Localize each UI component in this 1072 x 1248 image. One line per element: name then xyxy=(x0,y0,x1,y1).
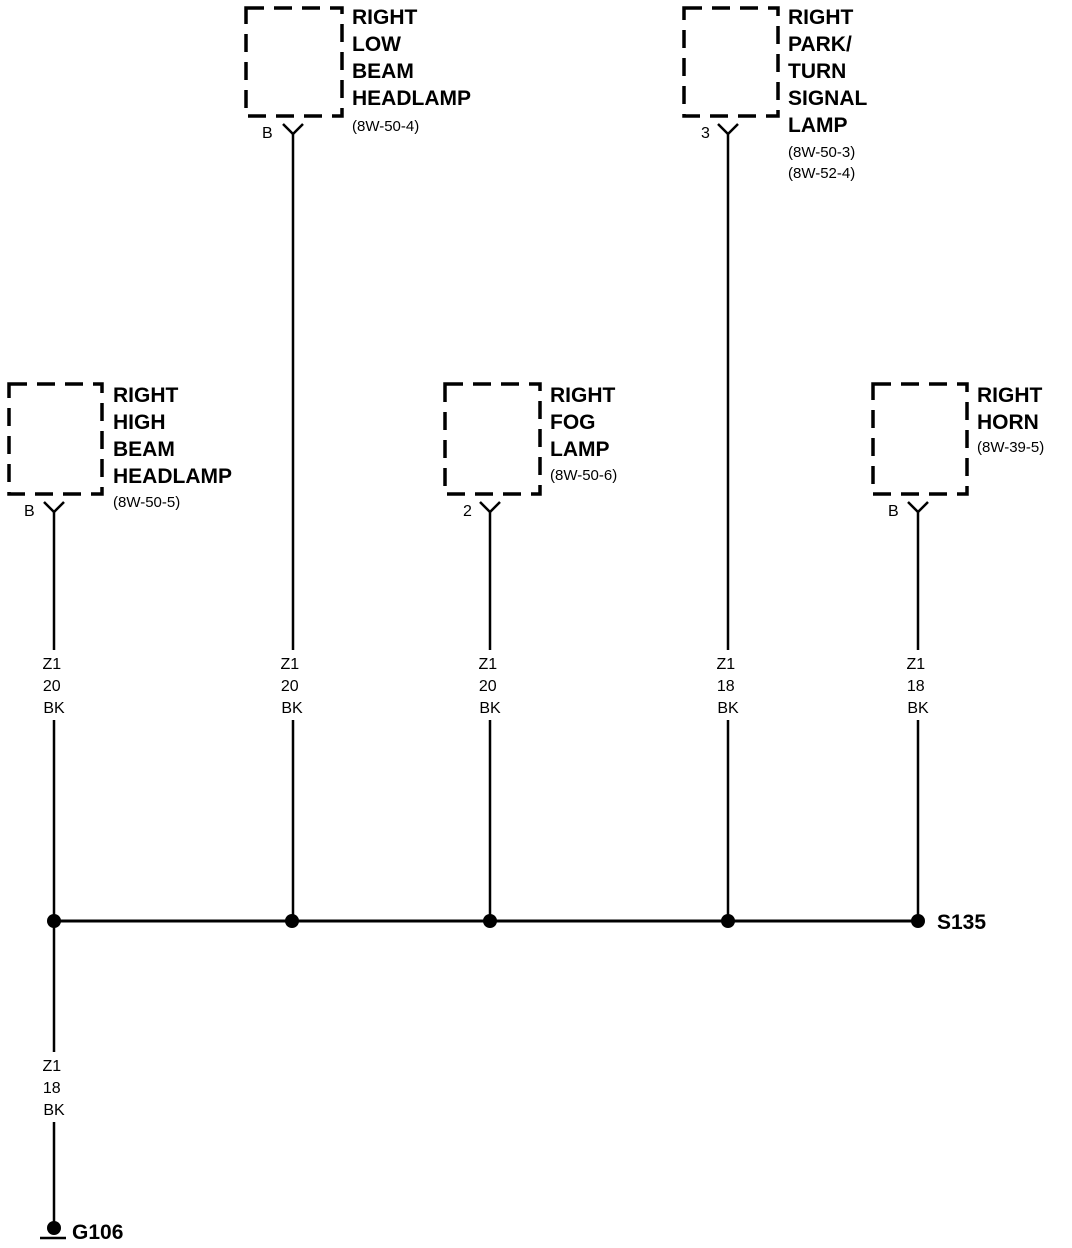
component-box-fog-lamp xyxy=(443,382,542,496)
component-ref-low-beam: (8W-50-4) xyxy=(352,118,419,135)
splice-label: S135 xyxy=(937,911,986,934)
wire-label-fog-lamp: Z1 20 BK xyxy=(478,656,501,717)
wire-label-horn: Z1 18 BK xyxy=(906,656,929,717)
splice-node-4 xyxy=(721,914,735,928)
connector-symbol-horn xyxy=(907,501,929,514)
pin-label-high-beam: B xyxy=(24,503,35,520)
component-label-high-beam: RIGHT HIGH BEAM HEADLAMP xyxy=(113,384,232,488)
component-ref-park-turn-1: (8W-50-3) xyxy=(788,144,855,161)
ground-node xyxy=(47,1221,61,1235)
splice-node-5 xyxy=(911,914,925,928)
component-box-park-turn xyxy=(682,6,780,118)
wire-label-low-beam: Z1 20 BK xyxy=(280,656,303,717)
connector-symbol-park-turn xyxy=(717,123,739,136)
splice-node-3 xyxy=(483,914,497,928)
wire-label-high-beam: Z1 20 BK xyxy=(42,656,65,717)
component-box-low-beam xyxy=(244,6,344,118)
wire-label-park-turn: Z1 18 BK xyxy=(716,656,739,717)
pin-label-low-beam: B xyxy=(262,125,273,142)
splice-node-2 xyxy=(285,914,299,928)
component-label-fog-lamp: RIGHT FOG LAMP xyxy=(550,384,621,461)
component-label-horn: RIGHT HORN xyxy=(977,384,1048,434)
connector-symbol-low-beam xyxy=(282,123,304,136)
pin-label-fog-lamp: 2 xyxy=(463,503,472,520)
component-ref-fog-lamp: (8W-50-6) xyxy=(550,467,617,484)
pin-label-horn: B xyxy=(888,503,899,520)
ground-label: G106 xyxy=(72,1221,123,1244)
component-label-park-turn: RIGHT PARK/ TURN SIGNAL LAMP xyxy=(788,6,873,137)
component-box-horn xyxy=(871,382,969,496)
component-ref-horn: (8W-39-5) xyxy=(977,439,1044,456)
wire-label-ground: Z1 18 BK xyxy=(42,1058,65,1119)
pin-label-park-turn: 3 xyxy=(701,125,710,142)
component-ref-high-beam: (8W-50-5) xyxy=(113,494,180,511)
component-box-high-beam xyxy=(7,382,104,496)
component-label-low-beam: RIGHT LOW BEAM HEADLAMP xyxy=(352,6,471,110)
connector-symbol-high-beam xyxy=(43,501,65,514)
connector-symbol-fog-lamp xyxy=(479,501,501,514)
component-ref-park-turn-2: (8W-52-4) xyxy=(788,165,855,182)
